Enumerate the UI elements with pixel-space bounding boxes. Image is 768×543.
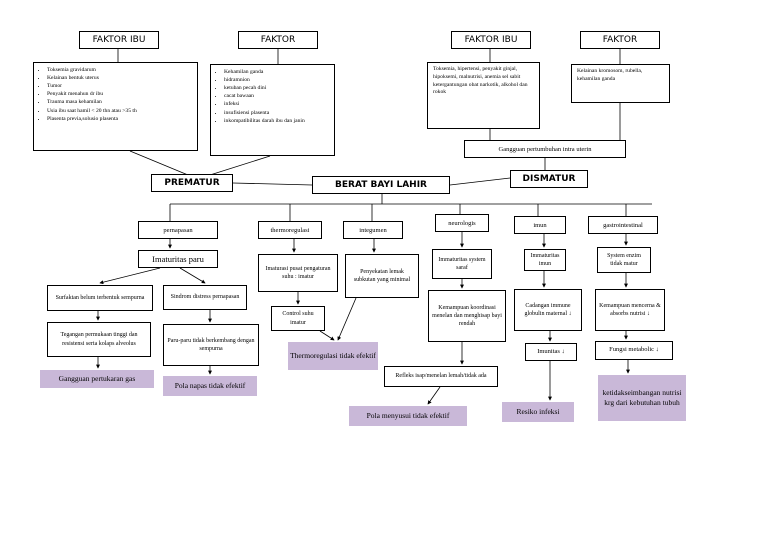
category-imun: imun <box>514 216 566 234</box>
list-item: Toksemia gravidarum <box>47 66 193 74</box>
imunitas-box: Imunitas ↓ <box>525 343 577 361</box>
faktor-ibu-list: Toksemia gravidarum Kelainan bentuk uter… <box>33 62 198 151</box>
surfaktan-box: Surfaktan belum terbentuk sempurna <box>47 285 153 311</box>
outcome-pola-napas: Pola napas tidak efektif <box>163 376 257 396</box>
list-item: infeksi <box>224 100 330 108</box>
faktor-ibu-header-1: FAKTOR IBU <box>79 31 159 49</box>
faktor-janin-list: Kehamilan ganda hidramnion ketuban pecah… <box>210 64 335 156</box>
tegangan-permukaan-box: Tegangan permukaan tinggi dan resistensi… <box>47 322 151 357</box>
faktor-ibu-dismatur-list: Toksemia, hipertensi, penyakit ginjal, h… <box>427 62 540 129</box>
immaturitas-saraf-box: Immaturitas system saraf <box>432 249 492 279</box>
berat-bayi-lahir-box: BERAT BAYI LAHIR <box>312 176 450 194</box>
control-suhu-box: Control suhu imatur <box>271 306 325 331</box>
outcome-thermoregulasi: Thermoregulasi tidak efektif <box>288 342 378 370</box>
category-pernapasan: pernapasan <box>138 221 218 239</box>
imaturasi-pusat-box: Imaturasi pusat pengaturan suhu : imatur <box>258 254 338 292</box>
dismatur-box: DISMATUR <box>510 170 588 188</box>
list-item: Usia ibu saat hamil < 20 thn atau >35 th <box>47 107 193 115</box>
category-neurologis: neurologis <box>435 214 489 232</box>
outcome-pola-menyusui: Pola menyusui tidak efektif <box>349 406 467 426</box>
faktor-ibu-header-3: FAKTOR IBU <box>451 31 531 49</box>
list-item: Trauma masa kehamilan <box>47 98 193 106</box>
faktor-header-4: FAKTOR <box>580 31 660 49</box>
list-item: Penyakit menahun dr ibu <box>47 90 193 98</box>
penyekatan-lemak-box: Penyekatan lemak subkutan yang minimal <box>345 254 419 298</box>
list-item: Kehamilan ganda <box>224 68 330 76</box>
list-item: hidramnion <box>224 76 330 84</box>
immaturitas-imun-box: Immaturitas imun <box>524 249 566 271</box>
kemampuan-koordinasi-box: Kemampuan koordinasi menelan dan menghis… <box>428 290 506 342</box>
gangguan-pertumbuhan-box: Gangguan pertumbuhan intra uterin <box>464 140 626 158</box>
list-item: Kelainan bentuk uterus <box>47 74 193 82</box>
list-item: Tumor <box>47 82 193 90</box>
category-gastrointestinal: gastrointestinal <box>588 216 658 234</box>
category-thermoregulasi: thermoregulasi <box>258 221 322 239</box>
list-item: Plasenta previa,solusio plasenta <box>47 115 193 123</box>
imaturitas-paru-box: Imaturitas paru <box>138 250 218 268</box>
paru-paru-box: Paru-paru tidak berkembang dengan sempur… <box>163 324 259 366</box>
system-enzim-box: System enzim tidak matur <box>597 247 651 273</box>
kemampuan-mencerna-box: Kemampuan mencerna & absorbs nutrisi ↓ <box>595 289 665 331</box>
prematur-box: PREMATUR <box>151 174 233 192</box>
cadangan-immune-box: Cadangan immune globulin maternal ↓ <box>514 289 582 331</box>
sindrom-distress-box: Sindrom distress pernapasan <box>163 285 247 310</box>
list-item: insufisiensi plasenta <box>224 109 330 117</box>
category-integumen: integumen <box>343 221 403 239</box>
faktor-header-2: FAKTOR <box>238 31 318 49</box>
outcome-resiko-infeksi: Resiko infeksi <box>502 402 574 422</box>
list-item: inkompatibilitas darah ibu dan janin <box>224 117 330 125</box>
faktor-janin-dismatur-list: Kelainan kromosom, rubella, kehamilan ga… <box>571 64 670 103</box>
fungsi-metabolic-box: Fungsi metabolic ↓ <box>595 341 673 360</box>
outcome-gangguan-pertukaran-gas: Gangguan pertukaran gas <box>40 370 154 388</box>
refleks-isap-box: Refleks isap/menelan lemah/tidak ada <box>384 366 498 387</box>
list-item: cacat bawaan <box>224 92 330 100</box>
list-item: ketuban pecah dini <box>224 84 330 92</box>
outcome-ketidakseimbangan-nutrisi: ketidakseimbangan nutrisi krg dari kebut… <box>598 375 686 421</box>
